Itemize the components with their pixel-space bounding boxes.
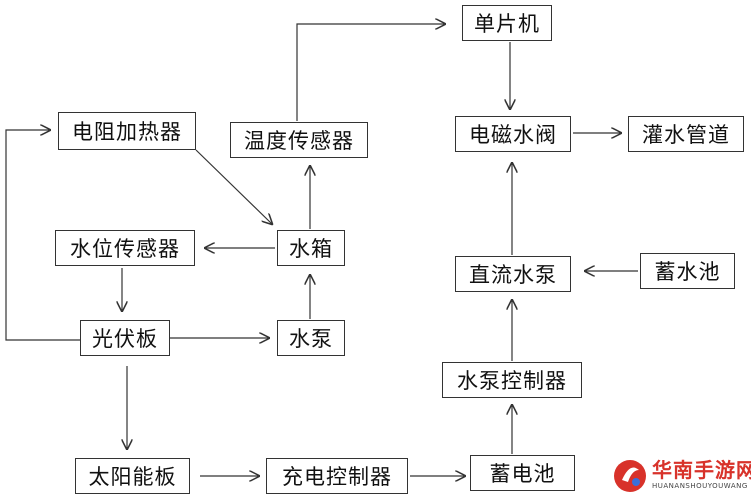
node-solar-panel: 太阳能板 [75,458,190,494]
node-reservoir-label: 蓄水池 [654,260,721,284]
node-water-pump: 水泵 [277,320,345,356]
arrow-heater-to-tank [195,149,272,224]
node-water-level-sensor-label: 水位传感器 [70,237,180,261]
node-water-pump-label: 水泵 [289,327,333,351]
watermark-title: 华南手游网 [652,458,751,482]
node-battery-label: 蓄电池 [489,462,556,486]
node-pump-controller-label: 水泵控制器 [457,369,567,393]
node-dc-water-pump: 直流水泵 [455,256,571,292]
node-water-tank-label: 水箱 [289,237,333,261]
node-water-tank: 水箱 [277,230,345,266]
node-battery: 蓄电池 [470,455,575,491]
arrow-temp-to-mcu [296,24,445,121]
node-mcu: 单片机 [462,5,552,41]
watermark-subtitle: HUANANSHOUYOUWANG [652,482,748,490]
node-irrigation-pipe-label: 灌水管道 [642,123,730,147]
node-reservoir: 蓄水池 [640,253,735,289]
node-solenoid-valve: 电磁水阀 [455,116,571,152]
node-pv-panel: 光伏板 [80,320,170,356]
node-irrigation-pipe: 灌水管道 [628,116,744,152]
node-resistance-heater-label: 电阻加热器 [72,120,182,144]
node-dc-water-pump-label: 直流水泵 [469,263,557,287]
node-resistance-heater: 电阻加热器 [58,112,196,150]
node-pump-controller: 水泵控制器 [442,362,582,398]
watermark-logo-icon [614,460,646,492]
node-solar-panel-label: 太阳能板 [88,465,177,489]
watermark: 华南手游网 HUANANSHOUYOUWANG [612,452,751,498]
node-charge-controller-label: 充电控制器 [282,465,392,489]
node-water-level-sensor: 水位传感器 [55,230,195,266]
node-pv-panel-label: 光伏板 [92,327,158,351]
node-temperature-sensor-label: 温度传感器 [244,129,354,153]
node-charge-controller: 充电控制器 [266,458,408,494]
arrow-pv-to-heater [5,130,80,341]
node-solenoid-valve-label: 电磁水阀 [469,123,557,147]
node-temperature-sensor: 温度传感器 [230,122,368,158]
node-mcu-label: 单片机 [474,12,540,36]
